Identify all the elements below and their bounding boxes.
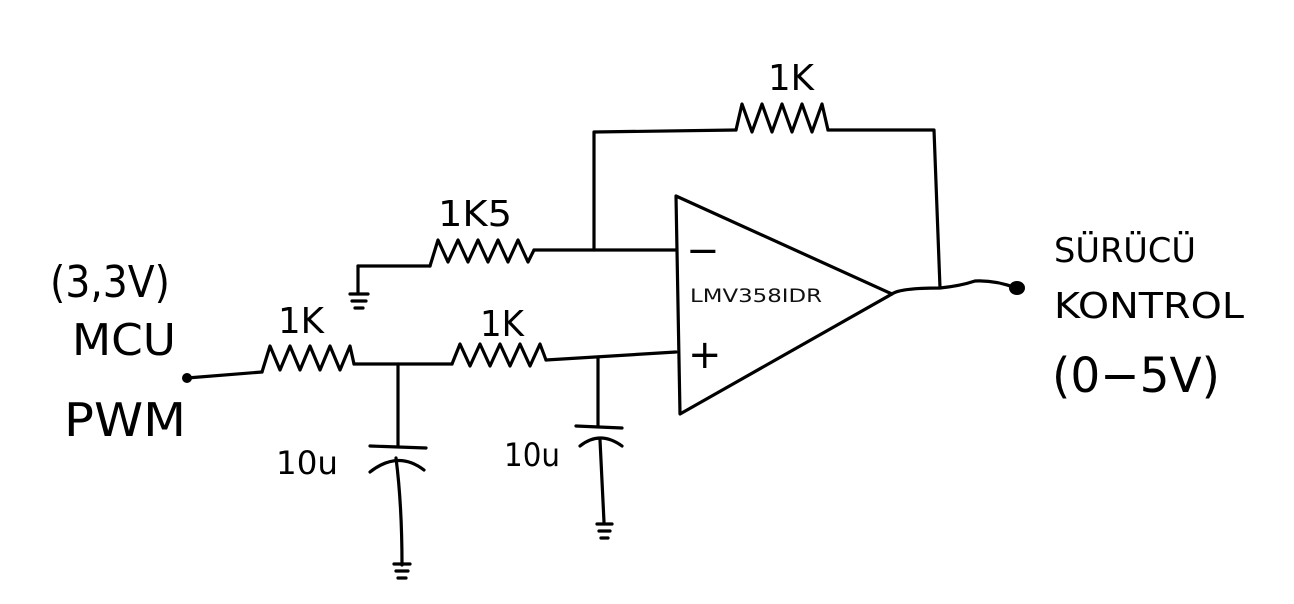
input-mcu-label: MCU [72,315,176,366]
wire-input [185,370,264,380]
capacitor-second-top-plate [574,424,624,430]
output-surucu-label: SÜRÜCÜ [1054,230,1196,271]
opamp-plus-label: + [688,332,722,378]
wire-c1-bottom [394,456,404,567]
output-kontrol-label: KONTROL [1054,286,1244,327]
resistor-ground-ref [428,238,536,268]
wire-to-plus [544,350,678,362]
resistor-feedback-label: 1K [768,58,815,99]
opamp-part-label: LMV358IDR [690,285,822,307]
ground-symbol-c2 [595,522,614,540]
wire-feedback-right [826,128,942,290]
opamp-minus-label: − [686,228,720,274]
wire-output [890,279,1018,296]
resistor-filter [450,342,548,368]
opamp-triangle [674,194,894,416]
wire-c2-bottom [598,438,606,524]
output-range-label: (0−5V) [1052,348,1220,404]
resistor-feedback [734,102,830,134]
ground-symbol-ref [348,264,370,310]
input-voltage-label: (3,3V) [50,257,170,308]
capacitor-second-bottom-plate [578,436,624,448]
resistor-filter-label: 1K [480,304,525,345]
wire-feedback-left [592,128,738,252]
input-pwm-label: PWM [64,393,186,447]
capacitor-first-label: 10u [276,444,338,482]
resistor-input [260,344,356,374]
capacitor-first-top-plate [368,444,428,450]
ground-symbol-c1 [392,562,412,580]
capacitor-second-label: 10u [504,436,560,474]
resistor-input-label: 1K [278,301,325,342]
output-terminal [1009,281,1025,295]
resistor-ground-ref-label: 1K5 [438,194,512,235]
